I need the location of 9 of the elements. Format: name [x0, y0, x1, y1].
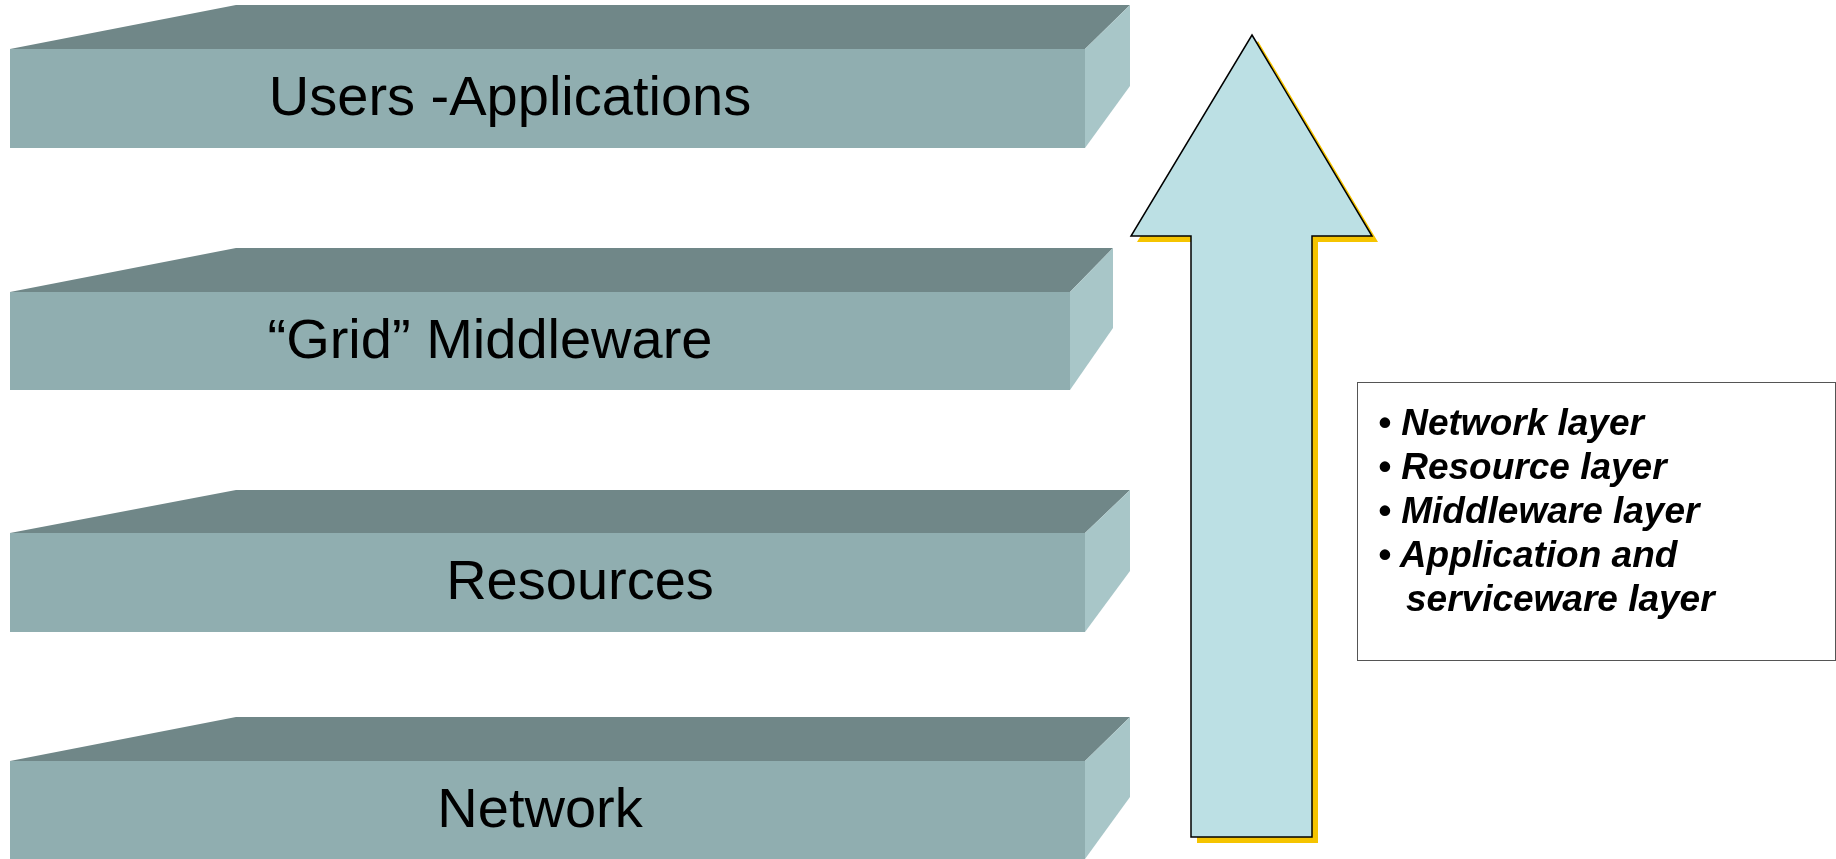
layer-list-box [1357, 382, 1836, 661]
layer-label: Users -Applications [268, 63, 752, 128]
bullet-item: • Application and serviceware layer [1378, 533, 1718, 621]
layer-label: Network [437, 775, 643, 840]
bullet-item: • Network layer [1378, 401, 1647, 445]
layer-label: “Grid” Middleware [267, 306, 713, 371]
bullet-item: • Middleware layer [1378, 489, 1702, 533]
layer-label: Resources [446, 547, 714, 612]
bullet-item: • Resource layer [1378, 445, 1670, 489]
